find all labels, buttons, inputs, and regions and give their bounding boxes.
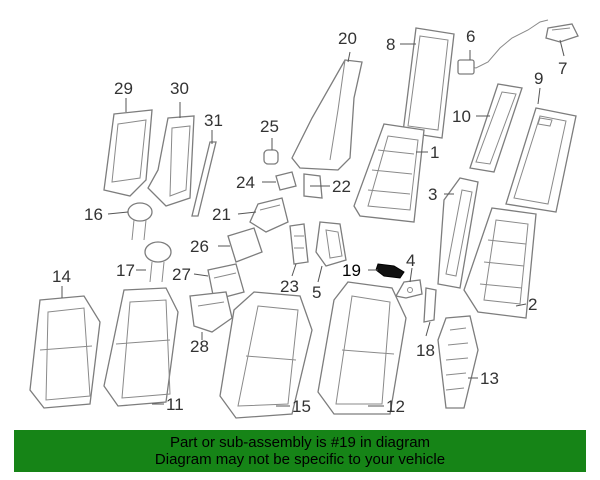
callout-15: 15	[292, 397, 311, 416]
part-1-seatback-frame	[353, 123, 425, 223]
callout-2: 2	[528, 295, 537, 314]
callout-3: 3	[428, 185, 437, 204]
part-5-bracket	[315, 221, 347, 267]
callout-8: 8	[386, 35, 395, 54]
callout-16: 16	[84, 205, 103, 224]
callout-28: 28	[190, 337, 209, 356]
callout-23: 23	[280, 277, 299, 296]
part-28-pad	[189, 291, 233, 333]
callout-19: 19	[342, 261, 361, 280]
part-13-lumbar	[437, 315, 479, 409]
part-18-strip	[423, 287, 437, 323]
callout-9: 9	[534, 69, 543, 88]
part-27-block	[207, 263, 245, 301]
part-26-block	[227, 227, 263, 263]
part-15-seat-cover	[219, 291, 313, 419]
part-20-trim-panel	[291, 59, 363, 171]
part-31-strip	[191, 141, 217, 217]
callout-21: 21	[212, 205, 231, 224]
callout-11: 11	[166, 395, 184, 414]
part-25-knob	[263, 149, 279, 165]
callout-26: 26	[190, 237, 209, 256]
part-11-seat-cover	[103, 287, 179, 407]
callout-29: 29	[114, 79, 133, 98]
callout-6: 6	[466, 27, 475, 46]
part-2-right-frame	[463, 207, 537, 319]
callout-4: 4	[406, 251, 415, 270]
part-16-headrest	[127, 202, 153, 241]
part-9-back-panel	[505, 107, 577, 213]
part-19-highlighted	[375, 263, 405, 279]
callout-31: 31	[204, 111, 223, 130]
callout-30: 30	[170, 79, 189, 98]
part-10-panel	[469, 83, 523, 173]
callout-27: 27	[172, 265, 191, 284]
info-banner: Part or sub-assembly is #19 in diagram D…	[14, 430, 586, 472]
callout-25: 25	[260, 117, 279, 136]
callout-17: 17	[116, 261, 135, 280]
callout-10: 10	[452, 107, 471, 126]
part-3-side-frame	[437, 177, 479, 289]
callouts: 1 2 3 4 5 6 7 8 9 10 11 12 13 14 15 16 1…	[52, 27, 567, 416]
banner-line-2: Diagram may not be specific to your vehi…	[154, 451, 446, 468]
callout-14: 14	[52, 267, 71, 286]
callout-20: 20	[338, 29, 357, 48]
part-17-headrest	[144, 241, 172, 283]
callout-13: 13	[480, 369, 499, 388]
part-6-cable	[457, 19, 549, 75]
callout-5: 5	[312, 283, 321, 302]
part-8-frame-plate	[402, 27, 455, 139]
part-24-clip	[275, 171, 297, 191]
leader-lines	[61, 39, 565, 407]
callout-24: 24	[236, 173, 255, 192]
callout-22: 22	[332, 177, 351, 196]
part-14-seat-cover	[29, 295, 101, 409]
parts-diagram: 1 2 3 4 5 6 7 8 9 10 11 12 13 14 15 16 1…	[29, 19, 579, 419]
callout-7: 7	[558, 59, 567, 78]
part-21-block	[249, 197, 289, 233]
callout-18: 18	[416, 341, 435, 360]
callout-1: 1	[430, 143, 439, 162]
part-7-release-handle	[545, 23, 579, 43]
part-23-bracket	[289, 223, 309, 265]
banner-line-1: Part or sub-assembly is #19 in diagram	[169, 434, 431, 451]
part-12-seat-cover	[317, 281, 407, 415]
part-30-armrest-bracket	[147, 115, 195, 207]
callout-12: 12	[386, 397, 405, 416]
part-19-shape	[375, 263, 405, 279]
part-4-bracket	[394, 279, 423, 299]
part-29-armrest	[103, 109, 153, 197]
